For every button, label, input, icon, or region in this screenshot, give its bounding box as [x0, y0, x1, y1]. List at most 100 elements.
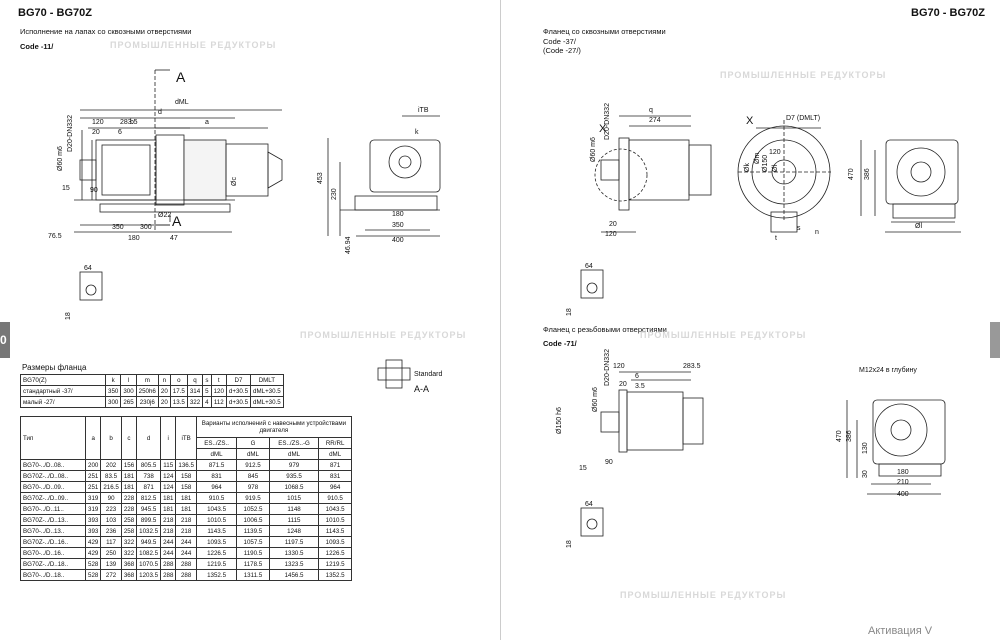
table-cell: BG70-../D..11..	[20, 503, 86, 515]
table-cell: 181	[160, 503, 177, 515]
svg-text:3.5: 3.5	[635, 383, 645, 390]
flange-header: DMLT	[250, 374, 284, 386]
table-cell: 218	[160, 514, 177, 526]
table-cell: 218	[160, 525, 177, 537]
svg-text:Øk: Øk	[744, 163, 751, 172]
table-cell: 368	[120, 558, 138, 570]
table-cell: 258	[120, 525, 138, 537]
dim-15: 15	[62, 185, 70, 192]
table-cell: 288	[175, 558, 197, 570]
table-cell: 1068.5	[268, 481, 320, 493]
table-cell: 236	[100, 525, 122, 537]
svg-text:30: 30	[862, 470, 869, 478]
svg-text:20: 20	[609, 221, 617, 228]
table-cell: 181	[120, 470, 138, 482]
table-cell: 1352.5	[318, 569, 352, 581]
right-page: BG70 - BG70Z Фланец со сквозными отверст…	[500, 0, 1000, 640]
table-cell: 1143.5	[195, 525, 238, 537]
table-cell: 228	[120, 503, 138, 515]
table-cell: 244	[175, 536, 197, 548]
table-cell: 1070.5	[136, 558, 162, 570]
table-cell: 738	[136, 470, 162, 482]
table-cell: 1043.5	[318, 503, 352, 515]
table-cell: 1052.5	[236, 503, 270, 515]
table-cell: 1226.5	[195, 547, 238, 559]
table-cell: 1219.5	[318, 558, 352, 570]
svg-text:386: 386	[846, 430, 853, 442]
right-code-1a: Code -37/	[543, 37, 576, 46]
table-cell: 216.5	[100, 481, 122, 493]
dim-front-350: 350	[392, 222, 404, 229]
table-cell: 90	[100, 492, 122, 504]
right-page-title: BG70 - BG70Z	[911, 7, 985, 19]
svg-text:Øl: Øl	[772, 165, 779, 172]
table-cell: 251	[84, 470, 102, 482]
table-cell: 912.5	[236, 459, 270, 471]
flange-header: l	[120, 374, 137, 386]
table-cell: 528	[84, 558, 102, 570]
left-code: Code -11/	[20, 42, 54, 51]
dim-front-400: 400	[392, 237, 404, 244]
dim-phic: Øc	[231, 177, 238, 186]
svg-text:470: 470	[836, 430, 843, 442]
svg-text:120: 120	[613, 363, 625, 370]
table-cell: 1010.5	[318, 514, 352, 526]
flange-header: s	[202, 374, 212, 386]
svg-text:283.5: 283.5	[683, 363, 701, 370]
section-mark-top: A	[176, 69, 186, 85]
svg-text:400: 400	[897, 491, 909, 498]
table-cell: 319	[84, 503, 102, 515]
svg-text:Ø150 h6: Ø150 h6	[556, 407, 563, 434]
dim-47: 47	[170, 235, 178, 242]
flange-header: t	[210, 374, 227, 386]
table-cell: 244	[175, 547, 197, 559]
table-cell: 919.5	[236, 492, 270, 504]
svg-text:210: 210	[897, 479, 909, 486]
svg-text:20: 20	[619, 381, 627, 388]
left-page-title: BG70 - BG70Z	[18, 7, 92, 19]
watermark: ПРОМЫШЛЕННЫЕ РЕДУКТОРЫ	[720, 70, 887, 80]
table-cell: 393	[84, 525, 102, 537]
table-cell: 181	[120, 481, 138, 493]
dim-b: b	[130, 119, 134, 126]
flange-table: BG70(Z) k l m n o q s t D7 DMLT стандарт…	[20, 374, 284, 408]
table-cell: BG70Z-../D..08..	[20, 470, 86, 482]
table-cell: 871	[318, 459, 352, 471]
flange-header: q	[186, 374, 204, 386]
table-cell: BG70-../D..08..	[20, 459, 86, 471]
watermark: ПРОМЫШЛЕННЫЕ РЕДУКТОРЫ	[640, 330, 807, 340]
table-cell: 322	[120, 547, 138, 559]
svg-text:Ø150: Ø150	[762, 155, 769, 172]
left-caption: Исполнение на лапах со сквозными отверст…	[20, 27, 192, 36]
table-cell: 1190.5	[236, 547, 270, 559]
flange-drawings: q 274 X X Ø60 m6 D20-DN332 Øk Øm Ø150 Øl…	[556, 103, 961, 548]
table-cell: 1115	[268, 514, 320, 526]
svg-text:180: 180	[897, 469, 909, 476]
table-cell: 1352.5	[195, 569, 238, 581]
svg-text:90: 90	[605, 459, 613, 466]
section-mark-bottom: A	[172, 213, 182, 229]
flange-table-title: Размеры фланца	[22, 363, 87, 372]
table-cell: 244	[160, 547, 177, 559]
table-cell: 1057.5	[236, 536, 270, 548]
svg-text:64: 64	[585, 263, 593, 270]
table-cell: 272	[100, 569, 122, 581]
table-cell: BG70-../D..13..	[20, 525, 86, 537]
table-cell: 964	[195, 481, 238, 493]
table-cell: 1197.5	[268, 536, 320, 548]
table-cell: 831	[318, 470, 352, 482]
svg-text:q: q	[649, 107, 653, 114]
table-cell: 1139.5	[236, 525, 270, 537]
table-cell: 288	[160, 558, 177, 570]
table-cell: 251	[84, 481, 102, 493]
dim-120: 120	[92, 119, 104, 126]
flange-header: k	[104, 374, 122, 386]
dimensions-table: Тип a b c d i iТВ Варианты исполнений с …	[20, 416, 352, 581]
dim-6: 6	[118, 129, 122, 136]
table-cell: 1323.5	[268, 558, 320, 570]
table-cell: 1248	[268, 525, 320, 537]
